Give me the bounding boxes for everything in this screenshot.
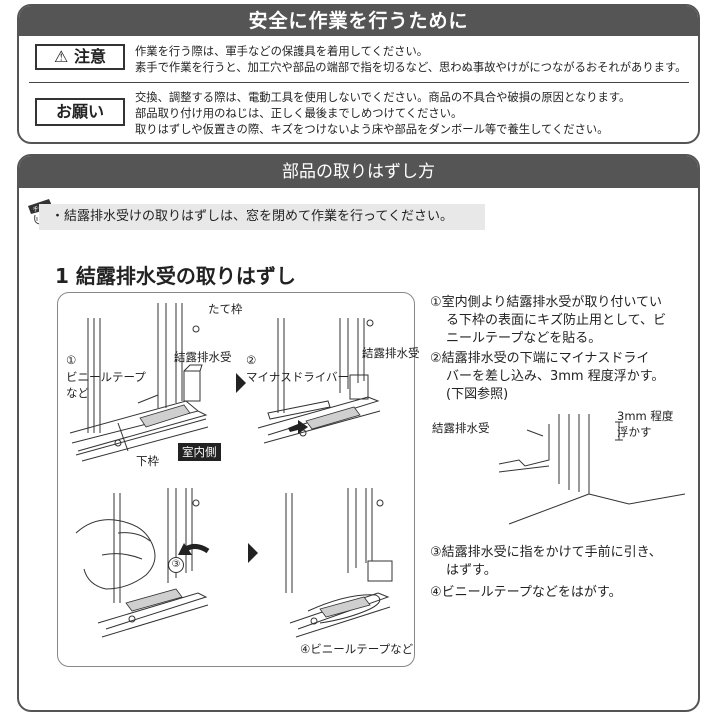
- safety-title: 安全に作業を行うために: [19, 6, 698, 36]
- step3-line-2: はずす。: [446, 563, 497, 578]
- arrow-right-icon: [236, 373, 246, 393]
- label-step3: ③: [168, 557, 184, 573]
- caution-label-box: ⚠ 注意: [35, 44, 125, 70]
- label-driver: マイナスドライバー: [246, 370, 350, 384]
- label-vinyl-tape: ビニールテープ: [66, 370, 146, 384]
- step4-text: ④ビニールテープなどをはがす。: [430, 585, 622, 600]
- label-ketsuro-1: 結露排水受: [174, 350, 232, 364]
- detail-gap-label-2: 浮かす: [617, 425, 652, 439]
- step1-line-1: ①室内側より結露排水受が取り付いてい: [430, 295, 663, 310]
- safety-box: 安全に作業を行うために ⚠ 注意 作業を行う際は、軍手などの保護具を着用してくだ…: [17, 4, 700, 144]
- label-ketsuro-2: 結露排水受: [362, 346, 420, 360]
- procedure-title: 部品の取りはずし方: [19, 156, 698, 188]
- label-indoor-side: 室内側: [178, 443, 221, 461]
- request-label: お願い: [55, 102, 104, 121]
- label-shitawaku: 下枠: [136, 454, 159, 468]
- window-frame-illustration: [69, 303, 393, 638]
- request-line-1: 交換、調整する際は、電動工具を使用しないでください。商品の不具合や破損の原因とな…: [135, 91, 631, 104]
- step2-line-3: (下図参照): [446, 387, 509, 402]
- step2-line-1: ②結露排水受の下端にマイナスドライ: [430, 351, 650, 366]
- caution-line-1: 作業を行う際は、軍手などの保護具を着用してください。: [135, 45, 429, 58]
- caution-label: 注意: [73, 47, 106, 66]
- step3-line-1: ③結露排水受に指をかけて手前に引き、: [430, 545, 662, 560]
- caution-line-2: 素手で作業を行うと、加工穴や部品の端部で指を切るなど、思わぬ事故やけがにつながる…: [135, 61, 687, 74]
- pull-arrow-icon: [178, 543, 192, 555]
- detail-figure: [498, 414, 686, 525]
- label-step1: ①: [66, 353, 77, 367]
- label-step4: ④ビニールテープなど: [300, 642, 414, 656]
- detail-gap-label: 3mm 程度: [617, 409, 674, 423]
- step2-line-2: バーを差し込み、3mm 程度浮かす。: [446, 369, 665, 384]
- request-line-2: 部品取り付け用のねじは、正しく最後までしめつけてください。: [135, 107, 463, 120]
- label-tatewaku: たて枠: [208, 302, 243, 316]
- procedure-box: 部品の取りはずし方 チェック! ・結露排水受けの取りはずしは、窓を閉めて作業を行…: [17, 154, 700, 712]
- warning-triangle-icon: ⚠: [54, 47, 69, 66]
- detail-label-ketsuro: 結露排水受: [432, 421, 490, 435]
- illustration-panel: たて枠 ① ビニールテープ など 結露排水受 下枠 室内側 ② マイナスドライバ…: [57, 292, 420, 667]
- section-title: 1 結露排水受の取りはずし: [55, 264, 296, 288]
- request-label-box: お願い: [35, 98, 125, 126]
- check-note: ・結露排水受けの取りはずしは、窓を閉めて作業を行ってください。: [39, 204, 485, 230]
- push-arrow-icon: [288, 420, 308, 434]
- request-line-3: 取りはずしや仮置きの際、キズをつけないよう床や部品をダンボール等で養生してくださ…: [135, 123, 609, 136]
- divider: [29, 82, 689, 83]
- label-nado: など: [66, 386, 89, 400]
- step1-line-2: る下枠の表面にキズ防止用として、ビ: [446, 313, 666, 328]
- step1-line-3: ニールテープなどを貼る。: [446, 331, 602, 346]
- arrow-right-icon: [248, 543, 258, 563]
- label-step2: ②: [246, 353, 257, 367]
